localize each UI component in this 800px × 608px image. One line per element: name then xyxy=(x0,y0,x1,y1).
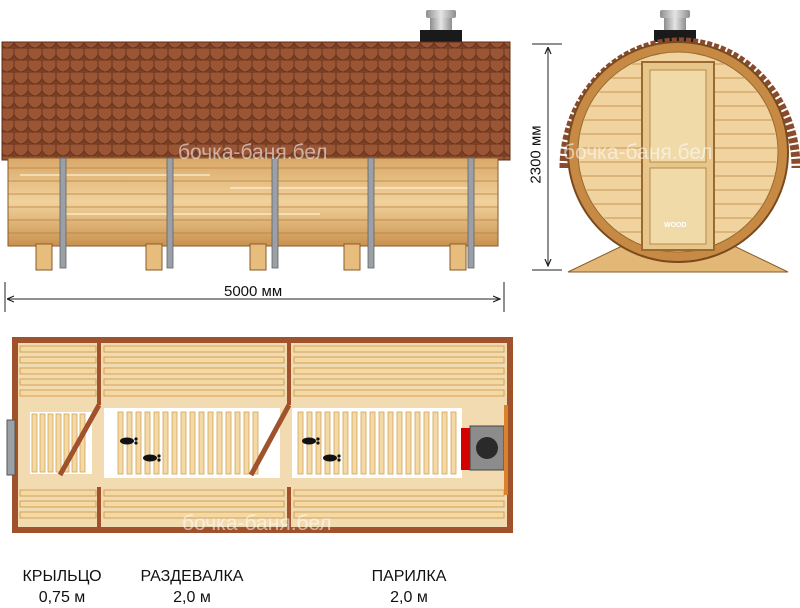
side-barrel-body xyxy=(7,157,499,247)
watermark-plan: бочка-баня.бел xyxy=(182,512,332,535)
room-size: 2,0 м xyxy=(390,589,428,606)
watermark-side: бочка-баня.бел xyxy=(178,141,328,164)
front-view xyxy=(559,10,800,273)
side-view xyxy=(1,10,511,271)
footprints-icon xyxy=(120,437,341,462)
room-name: КРЫЛЬЦО xyxy=(22,568,102,585)
room-size: 2,0 м xyxy=(173,589,211,606)
floor-plan xyxy=(6,337,513,533)
side-hoops xyxy=(59,157,475,269)
room-label-porch: КРЫЛЬЦО 0,75 м xyxy=(0,566,142,608)
watermark-front: бочка-баня.бел xyxy=(563,141,713,164)
plan-floor-grate-porch xyxy=(30,412,92,474)
plan-entry-step xyxy=(6,419,16,476)
plan-top-benches xyxy=(19,345,505,397)
front-chimney xyxy=(654,10,696,42)
room-size: 0,75 м xyxy=(38,589,86,606)
plan-floor-grate-steam xyxy=(292,408,462,478)
length-dimension xyxy=(4,282,505,312)
height-dimension xyxy=(532,43,562,271)
side-chimney xyxy=(420,10,462,44)
height-label: 2300 мм xyxy=(527,125,545,184)
plan-floor-grate-dressing xyxy=(104,408,280,478)
plan-bottom-benches xyxy=(19,489,505,519)
side-supports xyxy=(35,243,467,271)
plan-stove xyxy=(461,405,508,495)
plan-partitions xyxy=(97,340,291,530)
room-name: РАЗДЕВАЛКА xyxy=(140,568,244,585)
room-label-steam: ПАРИЛКА 2,0 м xyxy=(329,566,489,608)
door-logo: WOOD xyxy=(664,222,687,229)
room-label-dressing: РАЗДЕВАЛКА 2,0 м xyxy=(112,566,272,608)
side-roof xyxy=(1,41,511,161)
front-door xyxy=(641,61,715,251)
room-name: ПАРИЛКА xyxy=(371,568,447,585)
length-label: 5000 мм xyxy=(224,283,283,300)
plan-doors xyxy=(57,403,292,477)
